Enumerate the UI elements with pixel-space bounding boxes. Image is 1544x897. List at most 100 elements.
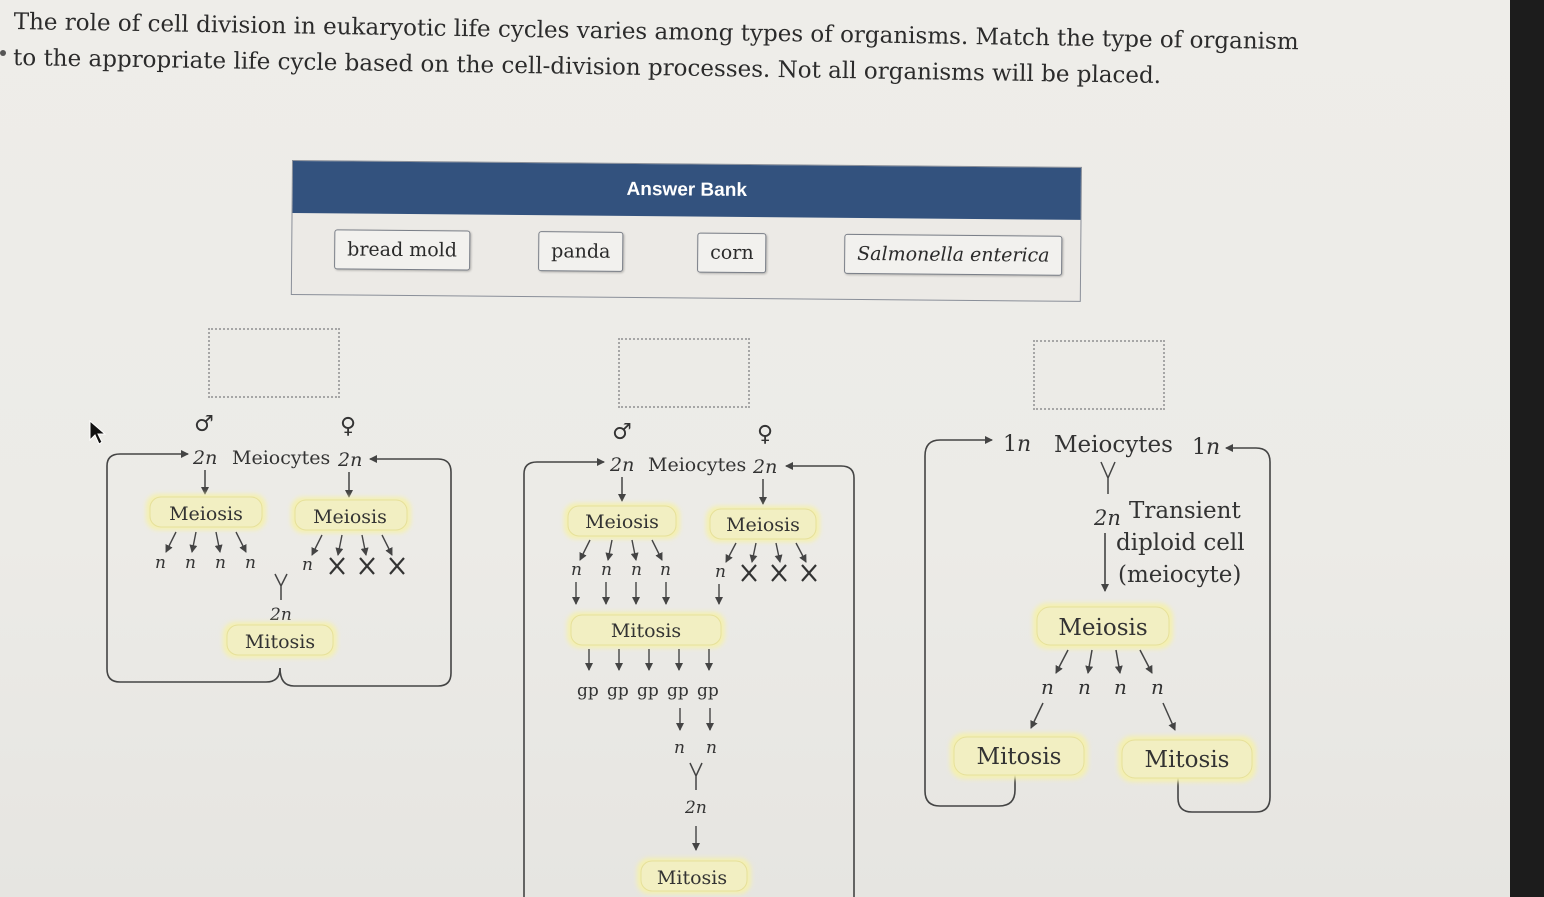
meiocyte-ploidy-right: 2n	[752, 456, 777, 478]
cycle-loop-left	[924, 436, 1016, 807]
mitosis-box-gametophyte	[570, 614, 722, 646]
zygote-ploidy: 2n	[269, 605, 292, 625]
meiocyte-ploidy-left: 2n	[192, 447, 217, 469]
gametophyte-label: gp	[637, 681, 659, 701]
mitosis-box	[226, 624, 334, 656]
arrow	[235, 531, 247, 553]
arrow	[1055, 649, 1069, 674]
cycle-loop-right	[279, 455, 452, 687]
haploid-cell: n	[1041, 675, 1054, 699]
haploid-cell: n	[1078, 675, 1091, 699]
meiocyte-ploidy-right: 1n	[1192, 435, 1220, 460]
arrow	[1139, 649, 1153, 674]
arrow	[189, 531, 198, 553]
transient-label-3: (meiocyte)	[1118, 562, 1241, 588]
meiosis-label: Meiosis	[1058, 615, 1147, 641]
monitor-bezel	[1510, 0, 1544, 897]
transient-ploidy: 2n	[1093, 506, 1121, 530]
life-cycle-2: ♂ ♀ 2n Meiocytes 2n Meiosis Meiosis n n …	[523, 420, 855, 897]
transient-label-1: Transient	[1129, 498, 1241, 524]
mitosis-label-right: Mitosis	[1145, 747, 1230, 773]
meiosis-box-right	[709, 508, 817, 540]
arrow	[165, 531, 177, 553]
arrow	[795, 542, 807, 563]
mitosis-label-sporophyte: Mitosis	[657, 867, 727, 889]
male-symbol: ♂	[194, 412, 214, 437]
fertilization-merge	[689, 762, 703, 790]
arrow	[335, 534, 344, 556]
bullet-icon	[0, 50, 6, 56]
arrow	[579, 539, 591, 561]
meiosis-label-right: Meiosis	[313, 506, 387, 528]
gametophyte-label: gp	[577, 681, 599, 701]
gamete: n	[706, 738, 717, 758]
female-symbol: ♀	[340, 414, 356, 439]
haploid-cell: n	[660, 560, 671, 580]
arrow	[725, 542, 737, 563]
haploid-cell: n	[631, 560, 642, 580]
meiosis-label-left: Meiosis	[585, 511, 659, 533]
meiosis-label-left: Meiosis	[169, 503, 243, 525]
gamete: n	[674, 738, 685, 758]
arrow	[360, 534, 369, 556]
arrow	[630, 539, 639, 561]
haploid-cell: n	[215, 553, 226, 573]
meiosis-box	[1036, 606, 1170, 646]
arrow	[774, 542, 783, 563]
arrow	[311, 534, 323, 556]
degenerate-cells-x-icons	[741, 564, 817, 582]
fertilization-merge	[274, 573, 288, 600]
mouse-pointer-icon	[89, 420, 107, 445]
arrow	[1162, 702, 1176, 731]
arrow	[749, 542, 758, 563]
cycle-loop-left	[106, 450, 281, 683]
cycle-loop-right	[1177, 444, 1271, 813]
meiosis-label-right: Meiosis	[726, 514, 800, 536]
gametophyte-label: gp	[697, 681, 719, 701]
arrow	[1114, 649, 1123, 674]
meiosis-box-right	[294, 499, 408, 531]
meiocyte-ploidy-right: 2n	[337, 449, 362, 471]
haploid-cell: n	[1114, 675, 1127, 699]
arrow	[1085, 649, 1094, 674]
gametophyte-label: gp	[607, 681, 629, 701]
meiosis-box-left	[149, 496, 263, 528]
life-cycle-diagrams: ♂ ♀ 2n Meiocytes 2n Meiosis Meiosis n n …	[106, 412, 1271, 897]
arrow	[1030, 702, 1044, 729]
mitosis-label-left: Mitosis	[977, 744, 1062, 770]
meiocyte-ploidy-left: 1n	[1003, 432, 1031, 457]
haploid-cell: n	[155, 553, 166, 573]
meiocytes-label: Meiocytes	[648, 454, 746, 476]
drop-target-cycle-2[interactable]	[618, 338, 750, 408]
mitosis-label: Mitosis	[245, 631, 315, 653]
cycle-loop-right	[785, 462, 855, 897]
mitosis-label-gametophyte: Mitosis	[611, 620, 681, 642]
drop-target-cycle-1[interactable]	[208, 328, 340, 398]
degenerate-cells-x-icons	[329, 557, 405, 575]
gametophyte-label: gp	[667, 681, 689, 701]
arrow	[605, 539, 614, 561]
question-page: The role of cell division in eukaryotic …	[0, 0, 1510, 897]
arrow	[381, 534, 393, 556]
mitosis-box-left	[953, 736, 1085, 776]
haploid-cell: n	[601, 560, 612, 580]
male-symbol: ♂	[612, 420, 632, 445]
haploid-cell: n	[1151, 675, 1164, 699]
cycle-loop-left	[523, 458, 605, 897]
female-symbol: ♀	[757, 422, 773, 447]
meiocyte-ploidy-left: 2n	[609, 454, 634, 476]
arrow	[651, 539, 663, 561]
arrow	[214, 531, 223, 553]
mitosis-box-right	[1121, 739, 1253, 779]
haploid-cell: n	[185, 553, 196, 573]
transient-label-2: diploid cell	[1116, 530, 1245, 556]
haploid-cell: n	[715, 562, 726, 582]
haploid-cell: n	[571, 560, 582, 580]
life-cycle-3: 1n Meiocytes 1n 2n Transient diploid cel…	[924, 432, 1271, 813]
drop-target-cycle-3[interactable]	[1033, 340, 1165, 410]
mitosis-box-sporophyte	[640, 860, 748, 892]
zygote-ploidy: 2n	[684, 798, 707, 818]
life-cycle-1: ♂ ♀ 2n Meiocytes 2n Meiosis Meiosis n n …	[106, 412, 452, 687]
haploid-cell: n	[302, 555, 313, 575]
fusion-merge	[1100, 461, 1116, 494]
